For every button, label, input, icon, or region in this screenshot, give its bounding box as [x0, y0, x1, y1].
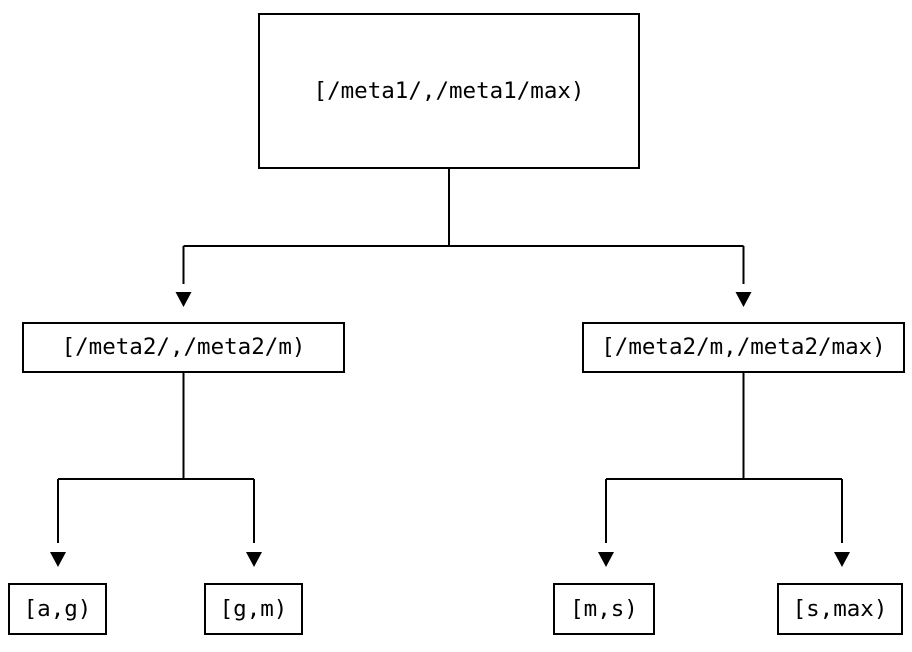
node-leaf-g-m: [g,m): [204, 583, 303, 635]
node-label: [m,s): [570, 595, 638, 622]
node-label: [/meta2/,/meta2/m): [61, 334, 306, 361]
node-leaf-s-max: [s,max): [777, 583, 903, 635]
node-meta2-left-range: [/meta2/,/meta2/m): [22, 322, 345, 373]
node-label: [/meta2/m,/meta2/max): [601, 334, 886, 361]
node-label: [g,m): [219, 595, 288, 622]
node-root-range: [/meta1/,/meta1/max): [258, 13, 640, 169]
node-label: [a,g): [23, 595, 92, 622]
node-label: [s,max): [792, 595, 888, 622]
arrowhead-down-icon: [246, 552, 262, 567]
arrowhead-down-icon: [175, 292, 192, 307]
arrowhead-down-icon: [834, 552, 850, 567]
arrowhead-down-icon: [598, 552, 614, 567]
node-leaf-a-g: [a,g): [8, 583, 107, 635]
arrowhead-down-icon: [735, 292, 752, 307]
node-meta2-right-range: [/meta2/m,/meta2/max): [582, 322, 905, 373]
node-label: [/meta1/,/meta1/max): [313, 77, 585, 104]
node-leaf-m-s: [m,s): [553, 583, 655, 635]
arrowhead-down-icon: [50, 552, 66, 567]
